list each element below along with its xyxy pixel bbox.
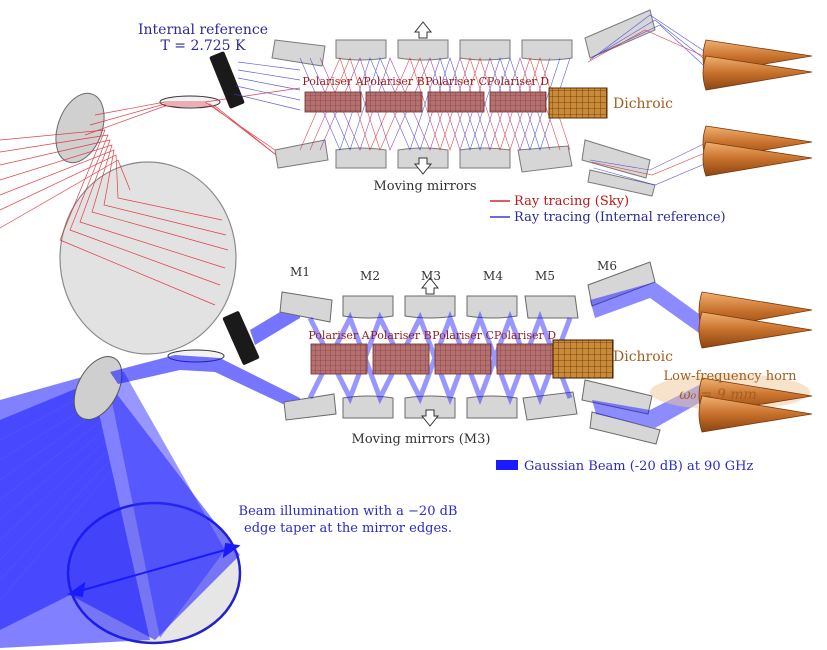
mirror-label-m5: M5 [535,269,555,283]
mirror-label-m2: M2 [360,269,380,283]
legend-sky-label: Ray tracing (Sky) [514,194,629,209]
internal-reference-temperature: T = 2.725 K [161,38,246,54]
illumination-note-line2: edge taper at the mirror edges. [244,521,452,536]
horn-label: Low-frequency horn [663,369,797,384]
arrow-down-icon [420,409,440,427]
bottom-exit-beams [590,282,710,428]
bottom-beam-hatch [0,389,113,601]
top-primary-mirror [59,161,237,355]
legend-ref-label: Ray tracing (Internal reference) [514,210,726,225]
bottom-dichroic-label: Dichroic [613,349,673,365]
top-dichroic-label: Dichroic [613,96,673,112]
top-exit-rays [587,14,715,186]
bottom-secondary-mirror [73,356,123,420]
top-polariser-a-label: Polariser A [302,75,364,88]
top-polariser-d-label: Polariser D [487,75,549,88]
bottom-polariser-blocks [310,343,554,375]
bottom-polariser-a-label: Polariser A [308,329,370,342]
bottom-dichroic-block [552,339,614,379]
top-sky-rays [0,87,301,306]
bottom-moving-mirrors-label: Moving mirrors (M3) [352,432,491,447]
bottom-moving-arrows [420,277,440,427]
top-legend: Ray tracing (Sky) Ray tracing (Internal … [490,194,726,225]
top-polariser-blocks [304,91,547,113]
top-lower-mirrors [274,139,656,197]
bottom-reference-block [222,311,260,365]
arrow-down-icon [413,157,433,175]
bottom-legend: Gaussian Beam (-20 dB) at 90 GHz [496,459,753,474]
top-moving-mirrors-label: Moving mirrors [373,179,476,194]
mirror-label-m4: M4 [483,269,503,283]
top-polariser-b-label: Polariser B [363,75,424,88]
internal-reference-label: Internal reference [138,22,268,38]
bottom-lower-mirrors [283,379,661,445]
bottom-diagram: M1 M2 M3 M4 M5 M6 Polariser A Polariser … [0,259,813,648]
bottom-polariser-b-label: Polariser B [370,329,431,342]
top-moving-arrows [413,21,433,175]
bottom-horns [698,291,813,433]
arrow-left-icon [67,581,86,598]
top-diagram: Internal reference T = 2.725 K Polariser… [0,9,813,355]
top-dichroic-block [548,87,608,119]
top-horns [702,39,813,177]
top-reference-rays [233,61,301,111]
legend-beam-label: Gaussian Beam (-20 dB) at 90 GHz [524,459,753,474]
mirror-label-m1: M1 [290,265,310,279]
arrow-right-icon [222,542,241,559]
mirror-label-m3: M3 [421,269,441,283]
illumination-note-line1: Beam illumination with a −20 dB [239,504,458,519]
mirror-label-m6: M6 [597,259,617,273]
top-polariser-c-label: Polariser C [425,75,487,88]
top-upper-mirrors [271,9,656,67]
legend-beam-swatch [496,460,518,470]
bottom-polariser-d-label: Polariser D [494,329,556,342]
top-secondary-mirror [55,92,105,164]
bottom-upper-mirrors [279,261,656,323]
bottom-polariser-c-label: Polariser C [432,329,494,342]
horn-waist-label: ω₀ = 9 mm [679,387,757,403]
illumination-double-arrow [67,542,241,598]
arrow-up-icon [413,21,433,39]
arrow-up-icon [420,277,440,295]
